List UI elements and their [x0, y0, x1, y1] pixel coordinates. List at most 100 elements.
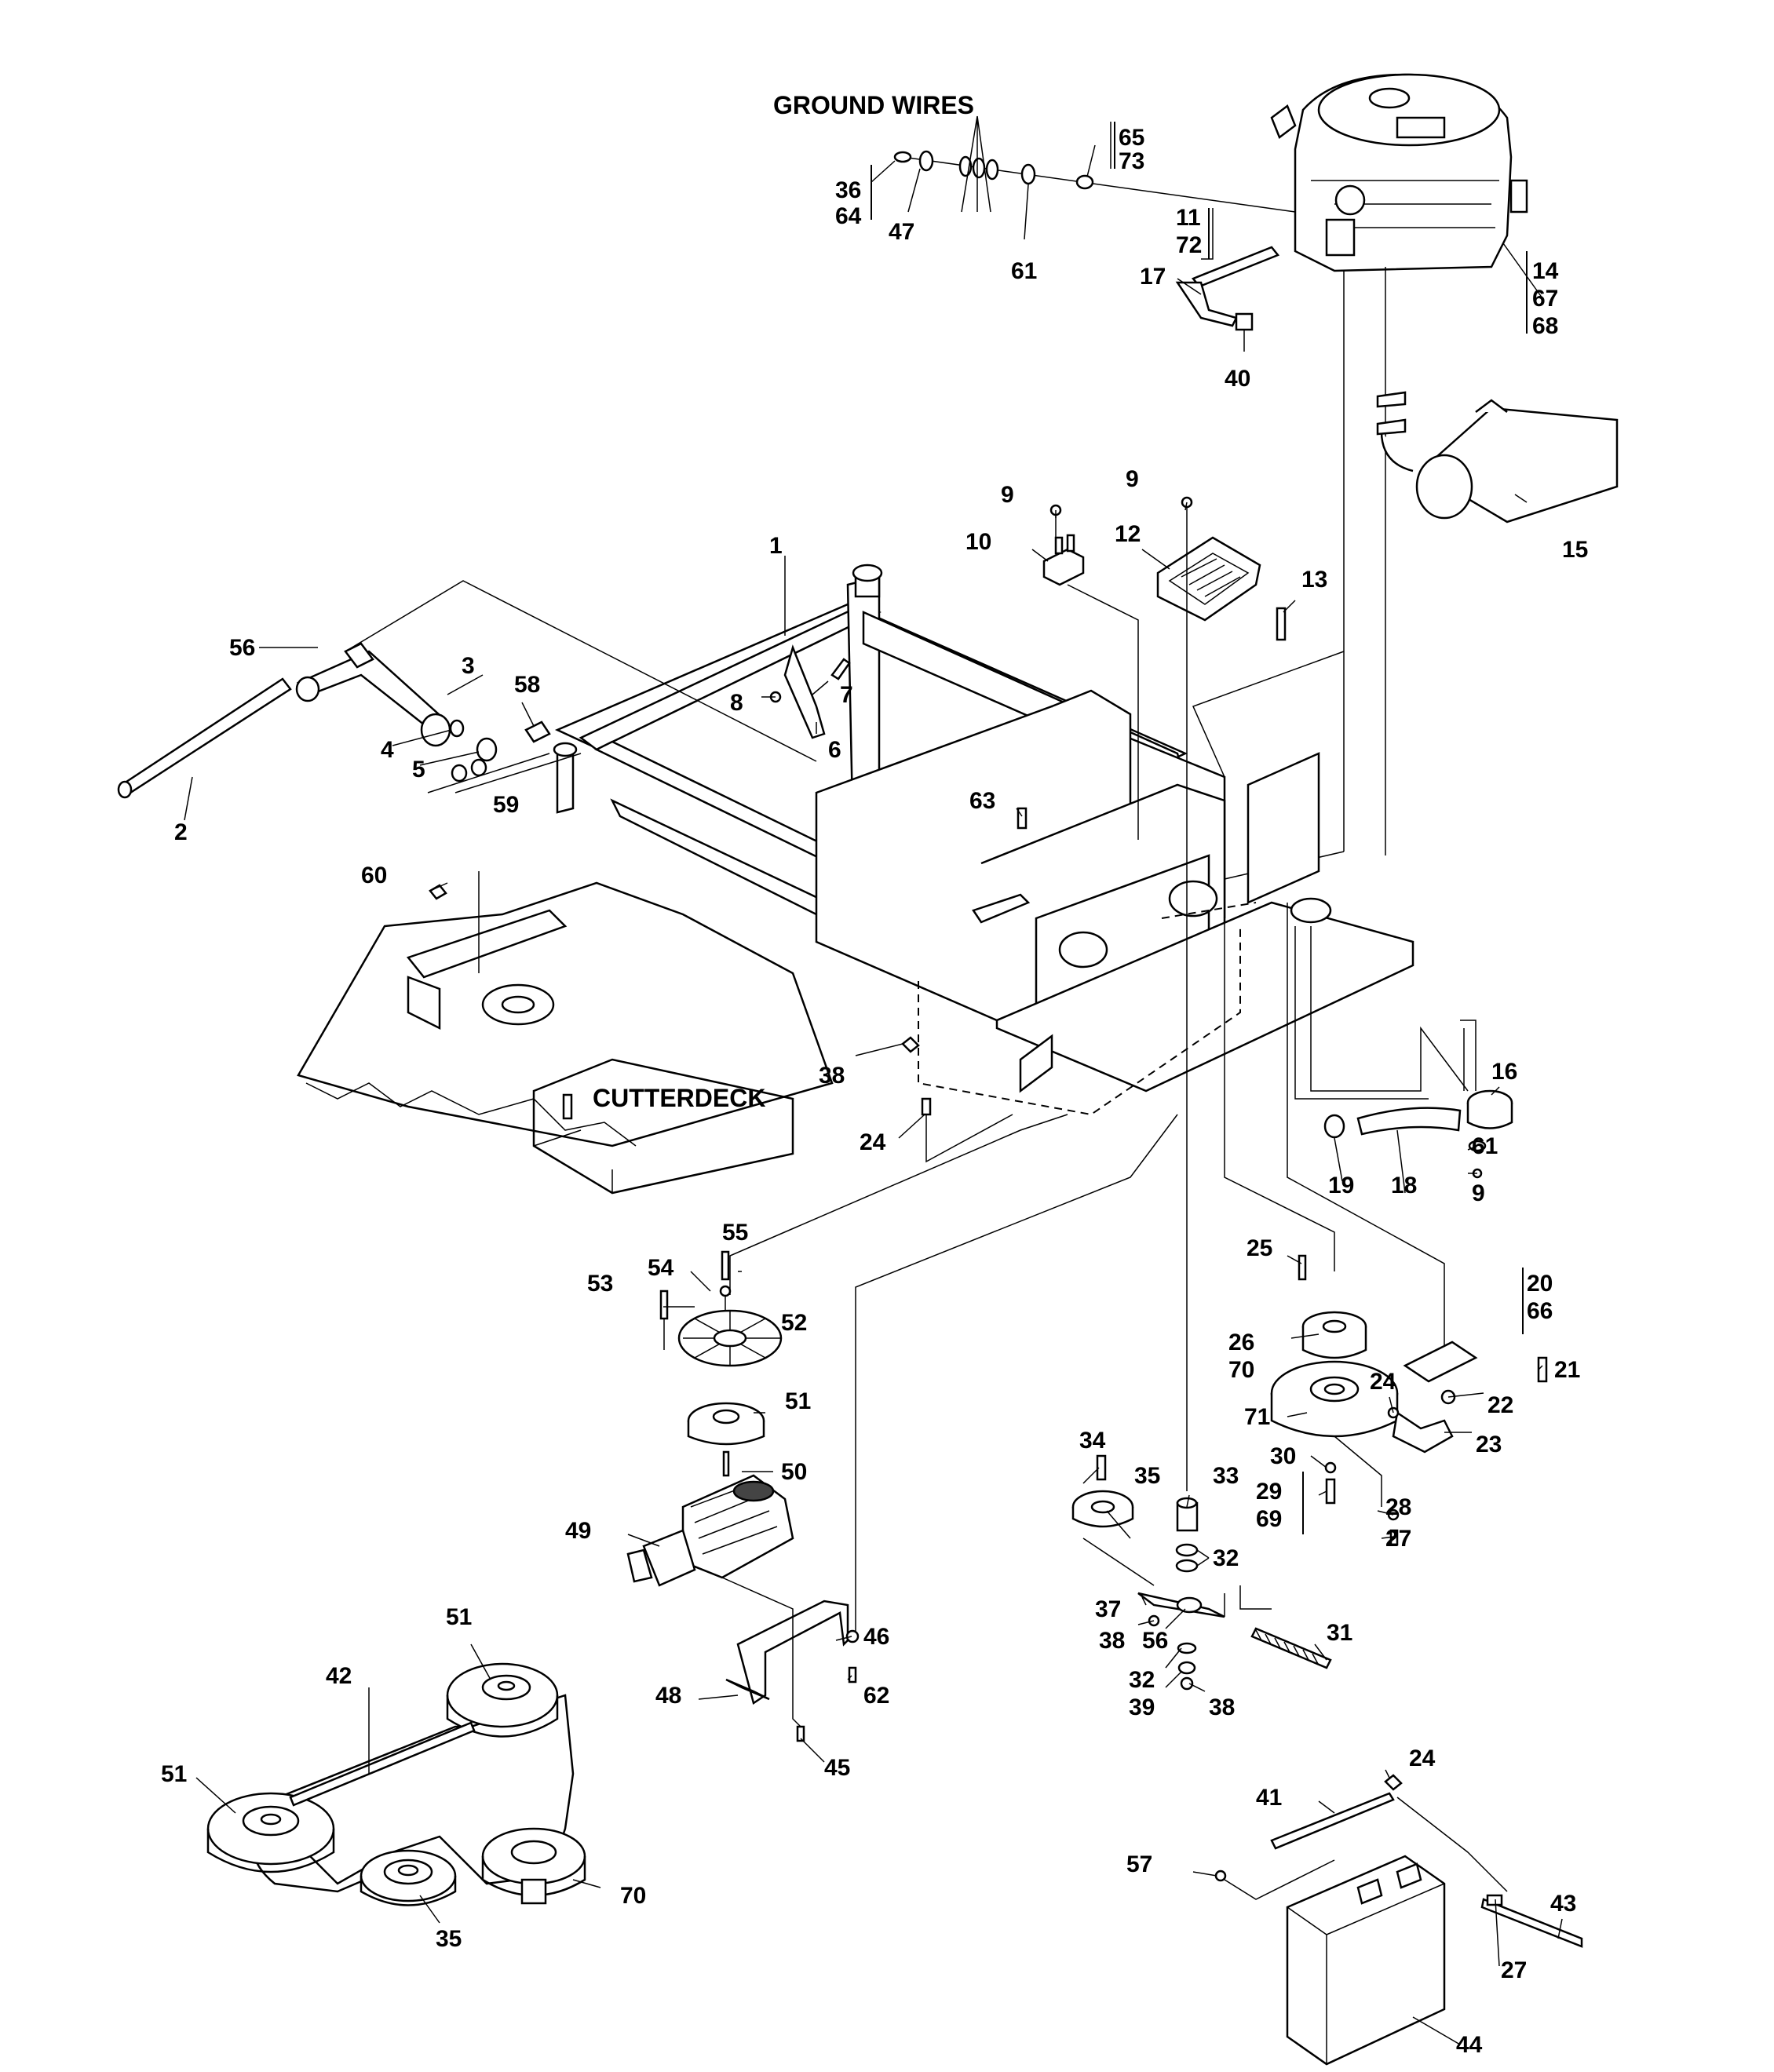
callout-54: 54: [648, 1255, 674, 1281]
callout-26: 26: [1228, 1330, 1254, 1355]
callout-61b: 61: [1472, 1133, 1498, 1159]
bolt: [659, 1290, 669, 1320]
callout-50: 50: [781, 1459, 807, 1485]
callout-66: 66: [1527, 1298, 1553, 1324]
callout-9c: 9: [1472, 1180, 1485, 1206]
bolt: [524, 720, 551, 743]
fuel-line: [1191, 246, 1280, 288]
spring: [1250, 1627, 1332, 1669]
callout-1: 1: [769, 533, 783, 559]
shaft: [722, 1450, 730, 1477]
bracket-23: [1392, 1410, 1454, 1454]
washer: [985, 159, 999, 181]
washer: [451, 764, 468, 782]
fuel-hose: [1356, 1107, 1462, 1136]
callout-27b: 27: [1501, 1957, 1527, 1983]
callout-73: 73: [1119, 148, 1144, 174]
callout-9b: 9: [1126, 466, 1139, 492]
callout-22: 22: [1487, 1392, 1513, 1418]
callout-11: 11: [1176, 205, 1201, 231]
bolt: [1017, 807, 1028, 830]
callout-5: 5: [412, 757, 425, 782]
callout-2: 2: [174, 819, 188, 845]
callout-69: 69: [1256, 1506, 1282, 1532]
washer: [470, 758, 487, 777]
wing-nut: [1486, 1894, 1503, 1906]
pulley-70-right: [481, 1827, 586, 1905]
washer: [918, 150, 934, 172]
washer: [1020, 163, 1036, 185]
pulley-51-top: [446, 1662, 559, 1738]
leader-line: [427, 753, 550, 793]
callout-21: 21: [1554, 1357, 1580, 1383]
callout-32b: 32: [1129, 1667, 1155, 1693]
foot-pad: [1156, 536, 1261, 622]
callout-6: 6: [828, 737, 841, 763]
callout-56b: 56: [1142, 1628, 1168, 1654]
washer: [1214, 1870, 1227, 1882]
engine: [1270, 73, 1528, 272]
callout-15: 15: [1562, 537, 1588, 563]
fuel-filter: [1466, 1089, 1513, 1129]
callout-59: 59: [493, 792, 519, 818]
nut: [1384, 1774, 1403, 1791]
fuel-valve: [1235, 312, 1254, 331]
callout-35b: 35: [436, 1926, 462, 1952]
callout-55: 55: [722, 1220, 748, 1246]
callout-leaders: [184, 122, 1563, 2045]
callout-46: 46: [863, 1624, 889, 1650]
callout-70b: 70: [620, 1883, 646, 1909]
callout-48: 48: [655, 1683, 681, 1709]
callout-10: 10: [965, 529, 991, 555]
callout-53: 53: [587, 1271, 613, 1297]
callout-49: 49: [565, 1518, 591, 1544]
switch-pin: [1066, 534, 1075, 553]
washer: [1324, 1461, 1337, 1474]
callout-64: 64: [835, 203, 862, 229]
bracket-foot: [725, 1678, 770, 1701]
callout-51b: 51: [446, 1604, 472, 1630]
callout-19: 19: [1328, 1173, 1354, 1198]
callout-12: 12: [1115, 521, 1141, 547]
muffler: [1376, 391, 1619, 523]
callout-29: 29: [1256, 1479, 1282, 1505]
callout-31: 31: [1327, 1620, 1352, 1646]
callout-4: 4: [381, 737, 394, 763]
callout-38a: 38: [819, 1063, 845, 1089]
callout-24b: 24: [1370, 1369, 1396, 1395]
bolt: [921, 1097, 932, 1116]
main-frame: [553, 564, 1414, 1093]
callout-56a: 56: [229, 635, 255, 661]
washer: [1175, 1559, 1199, 1573]
callout-24c: 24: [1409, 1746, 1436, 1771]
pin: [830, 658, 851, 680]
washer: [449, 719, 465, 738]
pedal-link: [783, 644, 826, 739]
battery: [1286, 1855, 1446, 2066]
callout-8: 8: [730, 690, 743, 716]
callout-9a: 9: [1001, 482, 1014, 508]
bushing-top: [1176, 1497, 1198, 1509]
callout-41: 41: [1256, 1785, 1282, 1811]
electric-clutch: [1270, 1360, 1399, 1438]
callout-51c: 51: [161, 1761, 187, 1787]
callout-44: 44: [1456, 2032, 1483, 2058]
callout-43: 43: [1550, 1891, 1576, 1917]
callout-3: 3: [462, 653, 475, 679]
leader-line: [1287, 903, 1445, 1350]
leader-line: [454, 753, 582, 793]
washer: [972, 157, 986, 179]
pump-pulley: [687, 1402, 765, 1446]
callout-16: 16: [1491, 1059, 1517, 1085]
callout-70a: 70: [1228, 1357, 1254, 1383]
screw: [893, 151, 912, 163]
bracket-48: [736, 1600, 849, 1705]
callout-67: 67: [1532, 286, 1558, 312]
cooling-fan: [677, 1309, 783, 1367]
pin: [1276, 607, 1287, 641]
callout-32a: 32: [1213, 1545, 1239, 1571]
arm-boss: [1176, 1596, 1203, 1614]
nut: [1180, 1676, 1194, 1691]
callout-30: 30: [1270, 1443, 1296, 1469]
